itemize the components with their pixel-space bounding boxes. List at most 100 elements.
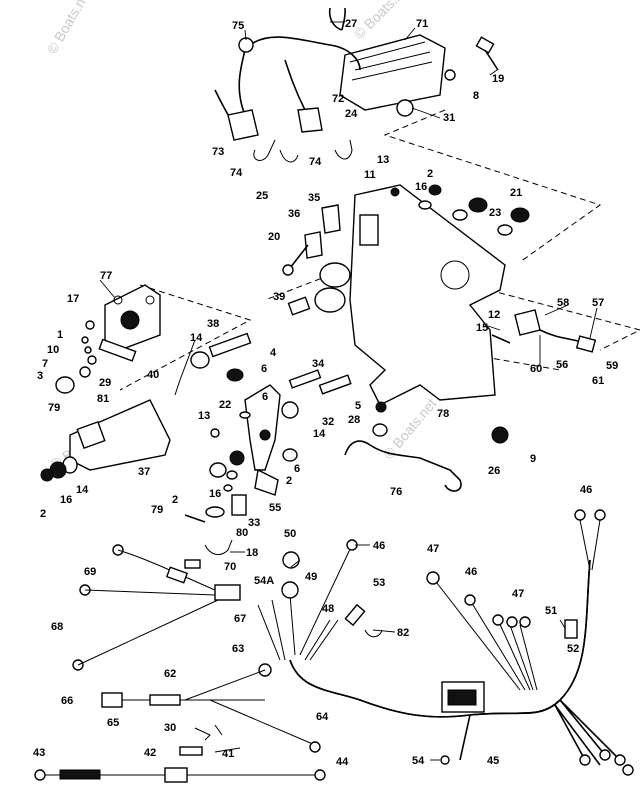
label-50: 50 — [284, 528, 296, 540]
label-13-top: 13 — [377, 154, 389, 166]
label-32: 32 — [322, 416, 334, 428]
throttle-linkage — [174, 332, 352, 496]
label-43: 43 — [33, 747, 45, 759]
label-38: 38 — [207, 318, 219, 330]
label-72: 72 — [332, 93, 344, 105]
retaining-ring-39 — [287, 262, 351, 316]
label-2-top: 2 — [427, 168, 433, 180]
label-80: 80 — [236, 527, 248, 539]
label-33: 33 — [248, 517, 260, 529]
label-62: 62 — [164, 668, 176, 680]
label-6-mid: 6 — [262, 391, 268, 403]
label-67: 67 — [234, 613, 246, 625]
part-labels: 75 27 71 19 8 31 72 24 73 74 74 25 13 11… — [33, 18, 618, 768]
solenoid-hardware — [55, 320, 137, 394]
wiring-harness-45 — [289, 559, 621, 766]
label-66: 66 — [61, 695, 73, 707]
label-57: 57 — [592, 297, 604, 309]
label-6-top: 6 — [261, 363, 267, 375]
label-54: 54 — [412, 755, 425, 767]
label-44: 44 — [336, 756, 349, 768]
label-82: 82 — [397, 627, 409, 639]
label-53: 53 — [373, 577, 385, 589]
label-18: 18 — [246, 547, 258, 559]
lead-assembly-41 — [34, 724, 326, 783]
label-16-low: 16 — [209, 488, 221, 500]
label-11: 11 — [364, 169, 376, 181]
label-76: 76 — [390, 486, 402, 498]
label-20: 20 — [268, 231, 280, 243]
label-54A: 54A — [254, 575, 274, 587]
label-70: 70 — [224, 561, 236, 573]
label-16-left: 16 — [60, 494, 72, 506]
label-5: 5 — [355, 400, 361, 412]
label-59: 59 — [606, 360, 618, 372]
label-74-left: 74 — [230, 167, 243, 179]
label-30: 30 — [164, 722, 176, 734]
label-45: 45 — [487, 755, 499, 767]
label-81: 81 — [97, 393, 109, 405]
label-13-mid: 13 — [198, 410, 210, 422]
label-75: 75 — [232, 20, 244, 32]
power-pack-71 — [339, 34, 446, 117]
watermark-top: © Boats.net — [44, 0, 95, 57]
label-37: 37 — [138, 466, 150, 478]
label-49: 49 — [305, 571, 317, 583]
label-19: 19 — [492, 73, 504, 85]
label-51: 51 — [545, 605, 557, 617]
label-4: 4 — [270, 347, 277, 359]
label-8: 8 — [473, 90, 479, 102]
washers-group — [390, 184, 530, 236]
label-25: 25 — [256, 190, 268, 202]
label-41: 41 — [222, 748, 234, 760]
label-77: 77 — [100, 270, 112, 282]
label-56: 56 — [556, 359, 568, 371]
label-34: 34 — [312, 358, 325, 370]
label-12: 12 — [488, 309, 500, 321]
label-69: 69 — [84, 566, 96, 578]
label-79-top: 79 — [48, 402, 60, 414]
label-71: 71 — [416, 18, 428, 30]
sub-harness-67 — [72, 544, 241, 671]
label-29: 29 — [99, 377, 111, 389]
label-23: 23 — [489, 207, 501, 219]
small-clips — [184, 539, 383, 638]
label-52: 52 — [567, 643, 579, 655]
coil-harness-72 — [214, 7, 361, 141]
label-26: 26 — [488, 465, 500, 477]
label-14-mid: 14 — [313, 428, 326, 440]
label-2-left: 2 — [40, 508, 46, 520]
label-46-mid: 46 — [465, 566, 477, 578]
bracket-35 — [304, 204, 341, 259]
ignition-plate-78 — [349, 184, 506, 406]
watermark-mid: © Boats.net — [380, 395, 439, 462]
label-3: 3 — [37, 370, 43, 382]
label-6-low: 6 — [294, 463, 300, 475]
label-36: 36 — [288, 208, 300, 220]
label-46-top: 46 — [373, 540, 385, 552]
label-21: 21 — [510, 187, 522, 199]
label-46-right: 46 — [580, 484, 592, 496]
label-35: 35 — [308, 192, 320, 204]
label-63: 63 — [232, 643, 244, 655]
label-1: 1 — [57, 329, 63, 341]
screw-19 — [444, 36, 499, 81]
lead-assembly-62 — [101, 663, 321, 753]
label-17: 17 — [67, 293, 79, 305]
label-16-top: 16 — [415, 181, 427, 193]
label-14-left: 14 — [76, 484, 89, 496]
starter-solenoid-77 — [104, 284, 161, 351]
label-24: 24 — [345, 108, 358, 120]
label-79-low: 79 — [151, 504, 163, 516]
label-31: 31 — [443, 112, 455, 124]
right-side-parts — [372, 309, 597, 444]
label-65: 65 — [107, 717, 119, 729]
label-73: 73 — [212, 146, 224, 158]
label-40: 40 — [147, 369, 159, 381]
label-48: 48 — [322, 603, 334, 615]
screw-20 — [282, 244, 309, 276]
label-15: 15 — [476, 322, 488, 334]
label-7: 7 — [42, 358, 48, 370]
